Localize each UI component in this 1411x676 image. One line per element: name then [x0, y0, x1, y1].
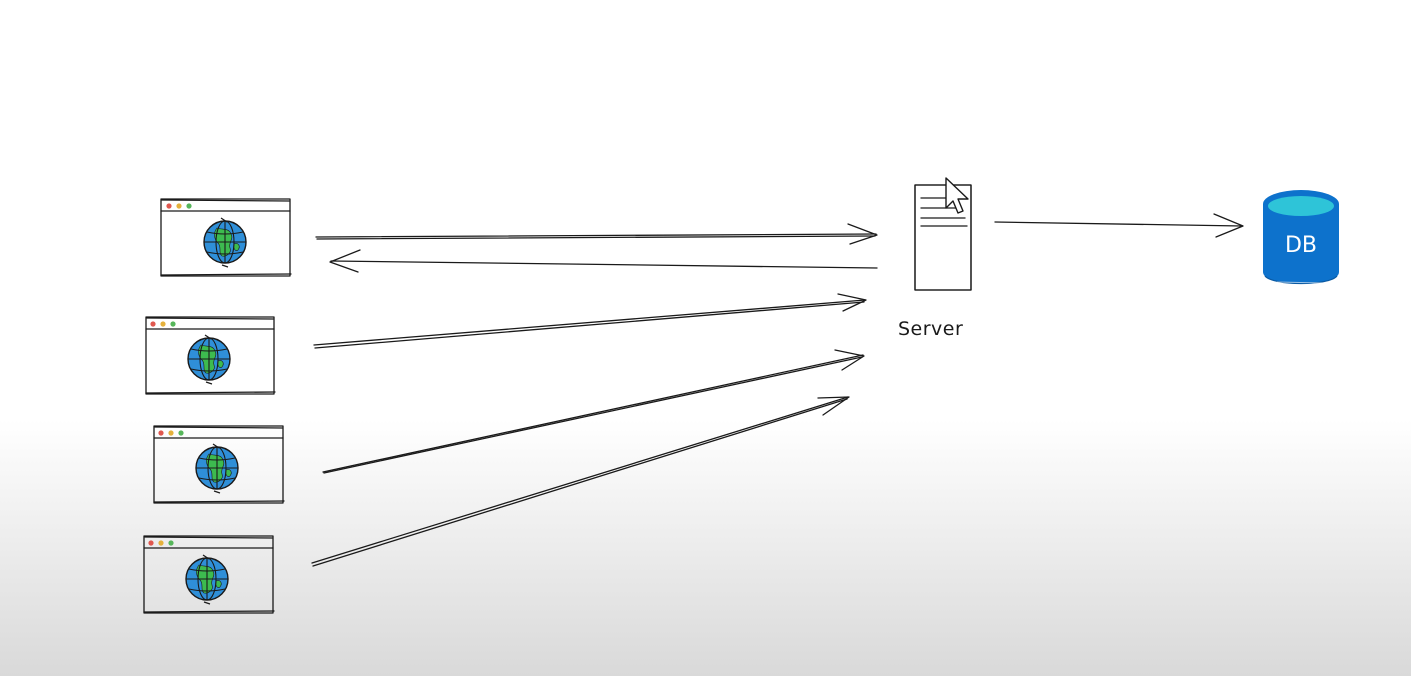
window-minimize-dot [158, 540, 164, 546]
window-close-dot [150, 321, 156, 327]
window-close-dot [148, 540, 154, 546]
arrow-client2-to-server [313, 293, 867, 349]
window-maximize-dot [178, 430, 184, 436]
window-maximize-dot [170, 321, 176, 327]
client-browser-2 [145, 316, 276, 395]
globe-icon [187, 334, 231, 385]
arrow-client3-to-server [322, 349, 865, 474]
db-label: DB [1285, 233, 1317, 258]
window-maximize-dot [168, 540, 174, 546]
arrow-client4-to-server [311, 396, 850, 567]
window-maximize-dot [186, 203, 192, 209]
window-minimize-dot [176, 203, 182, 209]
arrow-server-to-client1 [329, 249, 878, 273]
window-close-dot [166, 203, 172, 209]
cursor-icon [945, 177, 969, 214]
globe-icon [195, 443, 239, 494]
window-close-dot [158, 430, 164, 436]
server-label: Server [898, 318, 963, 340]
globe-icon [185, 554, 229, 605]
client-browser-1 [160, 198, 292, 277]
client-browser-3 [153, 425, 285, 504]
window-minimize-dot [160, 321, 166, 327]
client-browser-4 [143, 535, 275, 614]
arrow-client1-to-server [315, 223, 878, 245]
arrow-server-to-db [994, 213, 1244, 238]
window-minimize-dot [168, 430, 174, 436]
database-cylinder-icon: DB [1263, 190, 1339, 285]
server-icon [914, 184, 972, 291]
globe-icon [203, 217, 247, 268]
